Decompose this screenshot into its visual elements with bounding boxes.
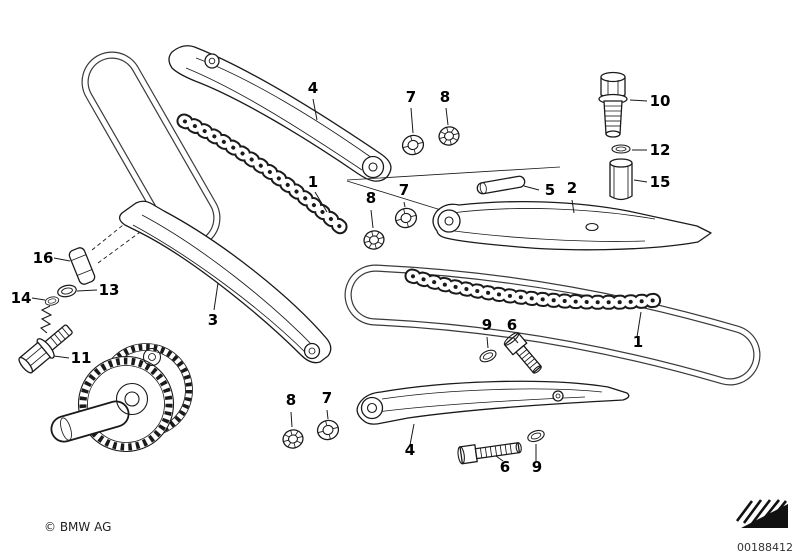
copyright-text: © BMW AG [44,520,111,534]
part-16-pivot-pin [68,247,96,285]
part-4-bottom-rail [356,380,630,425]
part-6-bolt-upper [503,332,542,374]
callout-8-top: 8 [440,88,450,106]
chain-run-outline-right [344,264,761,386]
part-4-top-rail [168,45,392,182]
part-11-chain-tensioner [18,324,73,374]
callout-9-bottom: 9 [532,458,542,476]
callout-10: 10 [650,92,671,110]
callout-2: 2 [567,179,577,197]
callout-labels: 4 7 8 10 12 15 1 8 7 5 2 16 13 14 3 11 9… [11,79,671,476]
callout-15: 15 [650,173,671,191]
callout-6-upper: 6 [507,316,517,334]
part-8-washer-bottom [280,427,306,451]
callout-8-bottom: 8 [286,391,296,409]
construction-lines [346,166,561,211]
part-15-sleeve [609,158,633,201]
document-number: 00188412 [737,541,793,554]
part-13-ring [57,284,77,298]
callout-4-top: 4 [308,79,318,97]
part-3-guide-rail [91,200,332,364]
callout-1-upper: 1 [308,173,318,191]
callout-11: 11 [71,349,92,367]
callout-6-bottom: 6 [500,458,510,476]
callout-5: 5 [545,181,555,199]
part-10-tensioner [598,71,628,138]
part-8-washer-top [436,124,462,148]
callout-4-bottom: 4 [405,441,415,459]
part-7-washer-top [399,132,427,158]
callout-12: 12 [650,141,671,159]
page-nav-icon [735,499,788,528]
part-14-ring [44,296,60,306]
callout-7-mid: 7 [399,181,409,199]
nav-arrow [741,504,788,528]
part-1-chain-right [404,268,666,310]
part-9-ring-lower [525,427,547,445]
callout-7-bottom: 7 [322,389,332,407]
part-6-bolt-lower [457,442,522,465]
leader-lines [31,98,648,462]
camshaft-sprocket [50,343,193,453]
callout-13: 13 [99,281,120,299]
callout-3: 3 [208,311,218,329]
part-7-washer-mid [392,205,420,231]
callout-8-mid: 8 [366,189,376,207]
part-12-ring [611,144,631,154]
callout-16: 16 [33,249,54,267]
callout-7-top: 7 [406,88,416,106]
part-7-washer-bottom [314,417,342,443]
part-11-spring [39,305,53,334]
callout-14: 14 [11,289,32,307]
part-2-tension-rail [432,200,712,251]
part-9-ring-upper [477,347,499,365]
part-1-chain-upper [176,113,353,239]
part-8-washer-mid [361,228,387,252]
callout-1-right: 1 [633,333,643,351]
callout-9-upper: 9 [482,316,492,334]
part-5-pin [476,175,526,195]
chain-run-outline-left [81,51,221,249]
